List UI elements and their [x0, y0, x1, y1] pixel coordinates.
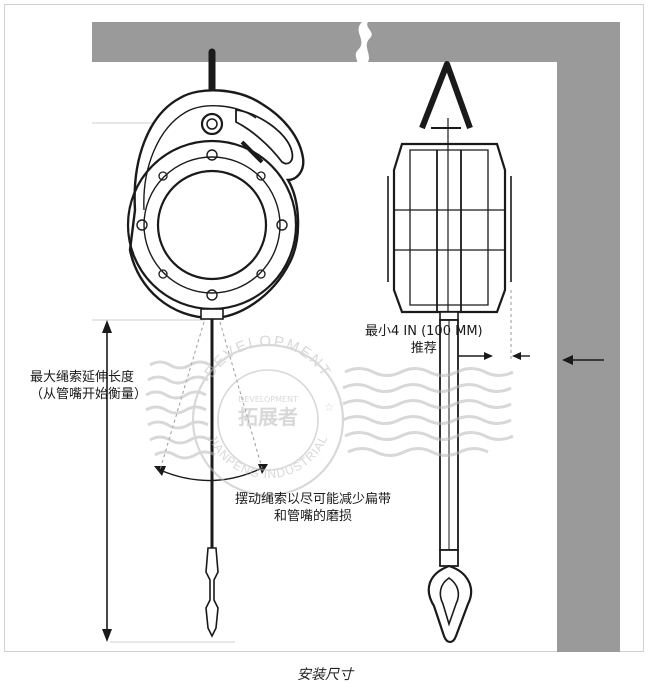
clearance-line-1: 最小4 IN (100 MM) — [365, 324, 483, 339]
self-retracting-lifeline-side-view — [387, 61, 512, 644]
ceiling-and-wall — [92, 22, 620, 652]
clearance-dimension-arrows — [458, 290, 530, 360]
wall-pointer-arrow — [562, 355, 604, 365]
swing-dashed-guides — [159, 321, 263, 471]
swing-line-2: 和管嘴的磨损 — [274, 509, 353, 524]
minimum-clearance-label: 最小4 IN (100 MM) 推荐 — [365, 323, 483, 357]
max-length-dimension-arrow — [102, 320, 112, 642]
watermark-center-small-text: DEVELOPMENT — [238, 395, 298, 404]
figure-caption: 安装尺寸 — [297, 667, 353, 683]
clearance-line-2: 推荐 — [410, 341, 437, 356]
watermark-ring-bottom-text: JIANPENG INDUSTRIAL — [205, 433, 329, 482]
diagram-frame — [4, 4, 644, 652]
svg-text:JIANPENG INDUSTRIAL: JIANPENG INDUSTRIAL — [205, 433, 330, 482]
max-length-line-2: （从管嘴开始衡量） — [30, 387, 148, 402]
self-retracting-lifeline-front-view — [126, 48, 305, 638]
swing-arc — [154, 464, 268, 482]
watermark-star-icon: ☆ — [324, 400, 335, 414]
watermark-ring-top-text: DEVELOPMENT — [201, 333, 333, 381]
max-extension-length-label: 最大绳索延伸长度 （从管嘴开始衡量） — [30, 369, 147, 403]
swing-line-1: 摆动绳索以尽可能减少扁带 — [235, 492, 392, 507]
max-length-line-1: 最大绳索延伸长度 — [30, 370, 135, 385]
svg-text:DEVELOPMENT: DEVELOPMENT — [201, 333, 335, 381]
watermark-logo-text: 拓展者 — [238, 405, 298, 429]
swing-lifeline-label: 摆动绳索以尽可能减少扁带 和管嘴的磨损 — [235, 491, 391, 525]
